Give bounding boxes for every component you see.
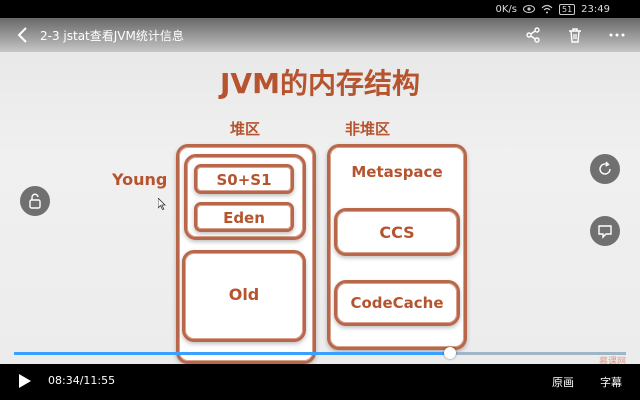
heap-heading: 堆区 — [230, 120, 261, 138]
more-dots-icon — [609, 33, 625, 37]
progress-bar[interactable] — [14, 347, 626, 359]
player-controls: 08:34/11:55 原画 字幕 — [0, 364, 640, 400]
subtitle-button[interactable]: 字幕 — [600, 376, 622, 389]
slide-title: JVM的内存结构 — [220, 67, 420, 100]
codecache-label: CodeCache — [350, 294, 444, 312]
rotate-button[interactable] — [590, 154, 620, 184]
young-label: Young — [112, 170, 168, 189]
old-label: Old — [228, 285, 260, 304]
current-time: 08:34 — [48, 374, 80, 387]
unlock-icon — [29, 193, 41, 209]
lock-screen-button[interactable] — [20, 186, 50, 216]
mouse-cursor-icon — [158, 198, 166, 210]
rotate-icon — [599, 161, 611, 175]
eden-label: Eden — [223, 209, 265, 227]
delete-button[interactable] — [564, 24, 586, 46]
share-button[interactable] — [522, 24, 544, 46]
back-arrow-icon — [17, 27, 27, 43]
eye-icon — [522, 4, 535, 14]
old-box: Old — [182, 250, 306, 342]
codecache-box: CodeCache — [334, 280, 460, 326]
quality-button[interactable]: 原画 — [552, 376, 574, 389]
nonheap-heading: 非堆区 — [345, 120, 391, 138]
play-button[interactable] — [18, 373, 32, 389]
net-speed: 0K/s — [495, 3, 517, 15]
play-icon — [19, 374, 31, 388]
eden-box: Eden — [194, 202, 294, 232]
video-frame[interactable]: JVM的内存结构 堆区 非堆区 Young S0+S1 Eden Old Met… — [0, 18, 640, 364]
s0s1-box: S0+S1 — [194, 164, 294, 194]
progress-knob[interactable] — [444, 347, 457, 359]
player-top-bar: 2-3 jstat查看JVM统计信息 — [0, 18, 640, 52]
battery-indicator: 51 — [558, 3, 576, 15]
time-display: 08:34/11:55 — [48, 374, 115, 387]
video-title: 2-3 jstat查看JVM统计信息 — [40, 29, 184, 43]
status-clock: 23:49 — [581, 3, 610, 15]
ccs-label: CCS — [379, 223, 415, 242]
comment-icon — [598, 225, 612, 239]
back-button[interactable] — [14, 26, 32, 44]
share-icon — [526, 27, 540, 43]
watermark: 慕课网 — [598, 357, 626, 364]
progress-fill — [14, 352, 451, 355]
time-separator: / — [79, 374, 84, 387]
total-time: 11:55 — [83, 374, 116, 387]
more-button[interactable] — [606, 24, 628, 46]
wifi-icon — [541, 4, 553, 14]
trash-icon — [569, 28, 581, 43]
comment-button[interactable] — [590, 216, 620, 246]
ccs-box: CCS — [334, 208, 460, 256]
status-bar: 0K/s 51 23:49 — [0, 0, 640, 18]
metaspace-label: Metaspace — [351, 163, 443, 181]
s0s1-label: S0+S1 — [216, 171, 272, 189]
